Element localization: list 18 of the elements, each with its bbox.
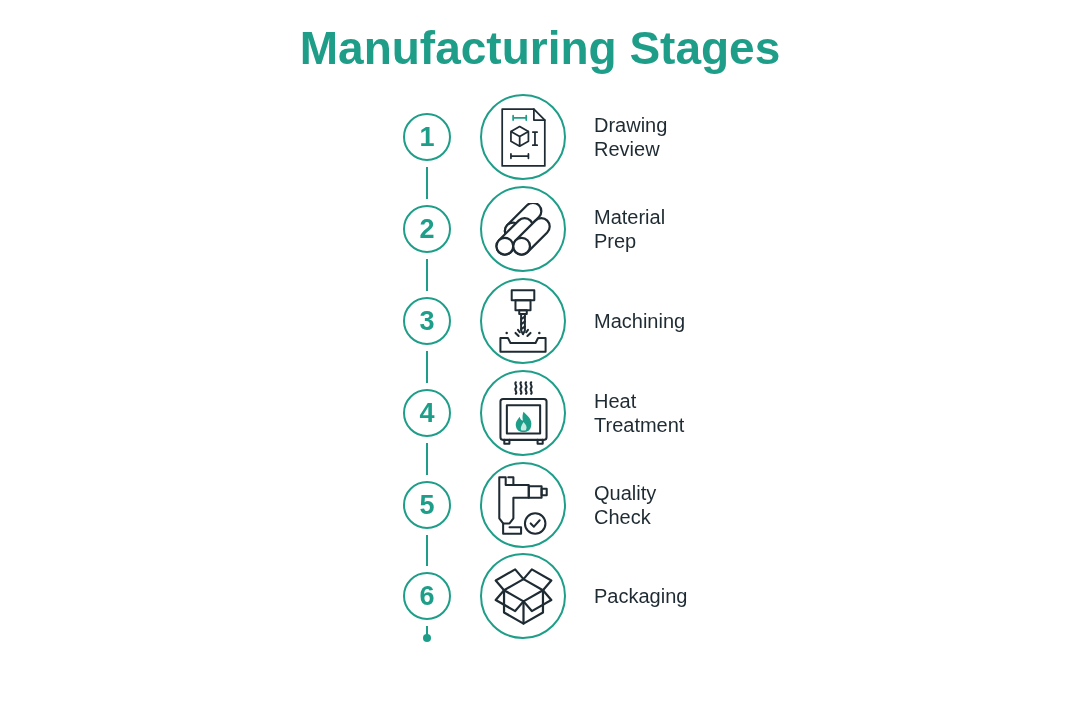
connector-line <box>426 350 428 384</box>
step-label: Drawing Review <box>594 113 669 161</box>
step-number: 5 <box>403 481 451 529</box>
connector-line <box>426 534 428 567</box>
step-number: 2 <box>403 205 451 253</box>
connector-line <box>426 442 428 476</box>
connector-line <box>423 625 431 642</box>
step-number: 1 <box>403 113 451 161</box>
step-number: 4 <box>403 389 451 437</box>
step-label: Material Prep <box>594 205 667 253</box>
step-label: Packaging <box>594 584 688 608</box>
step-number: 3 <box>403 297 451 345</box>
connector-line <box>426 166 428 200</box>
step-number: 6 <box>403 572 451 620</box>
step-label: Machining <box>594 309 686 333</box>
step-label: Heat Treatment <box>594 389 686 437</box>
connector-line <box>426 258 428 292</box>
step-label: Quality Check <box>594 481 658 529</box>
